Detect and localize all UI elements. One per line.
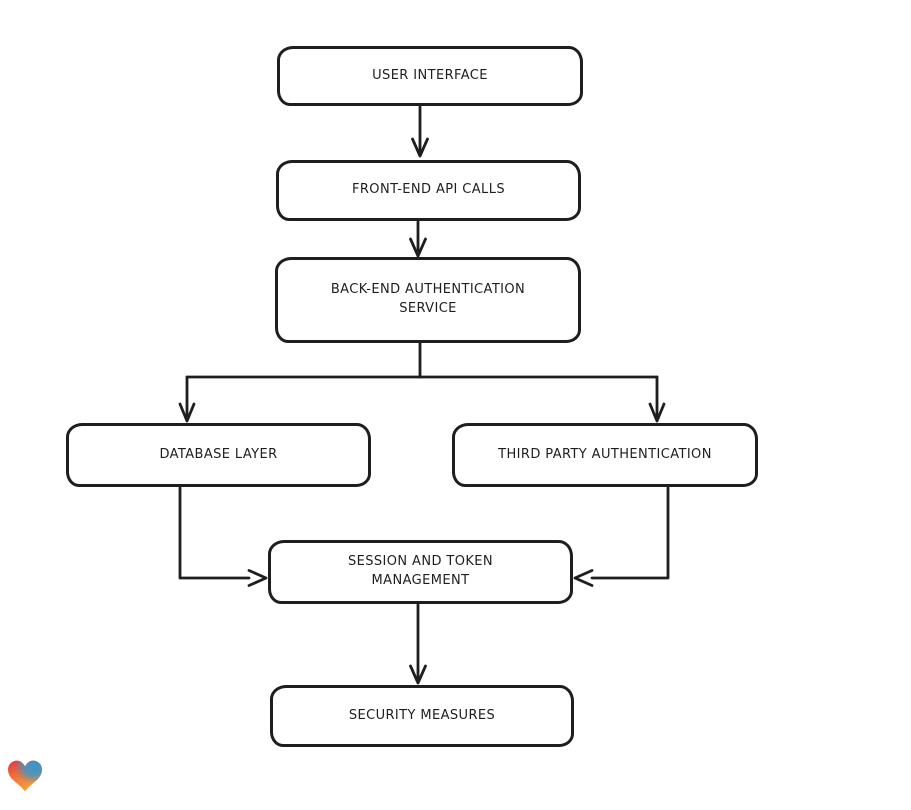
node-label: FRONT-END API CALLS — [352, 182, 505, 198]
edge-user-interface-to-front-end-api-calls — [411, 105, 429, 158]
node-session-and-token-management: SESSION AND TOKEN MANAGEMENT — [268, 540, 573, 604]
node-third-party-authentication: THIRD PARTY AUTHENTICATION — [452, 423, 758, 487]
edge-branch-to-database-layer — [178, 375, 196, 423]
edge-database-layer-to-session-and-token-management — [178, 486, 268, 587]
node-label: BACK-END AUTHENTICATION SERVICE — [330, 282, 526, 316]
node-database-layer: DATABASE LAYER — [66, 423, 371, 487]
gradient-heart-logo[interactable] — [8, 760, 42, 792]
node-front-end-api-calls: FRONT-END API CALLS — [276, 160, 581, 221]
edge-branch-to-third-party-authentication — [648, 375, 666, 423]
node-user-interface: USER INTERFACE — [277, 46, 583, 106]
edge-front-end-api-calls-to-back-end-authentication-service — [409, 220, 427, 258]
node-label: SECURITY MEASURES — [348, 707, 496, 723]
edge-back-end-authentication-service-branch — [185, 341, 659, 379]
node-security-measures: SECURITY MEASURES — [270, 685, 574, 747]
node-label: DATABASE LAYER — [159, 446, 278, 462]
edge-session-and-token-management-to-security-measures — [409, 603, 427, 685]
node-label: THIRD PARTY AUTHENTICATION — [498, 446, 712, 462]
node-back-end-authentication-service: BACK-END AUTHENTICATION SERVICE — [275, 257, 581, 343]
edge-third-party-authentication-to-session-and-token-management — [573, 486, 670, 587]
node-label: USER INTERFACE — [372, 67, 488, 83]
heart-icon — [8, 760, 42, 792]
node-label: SESSION AND TOKEN MANAGEMENT — [347, 554, 494, 588]
